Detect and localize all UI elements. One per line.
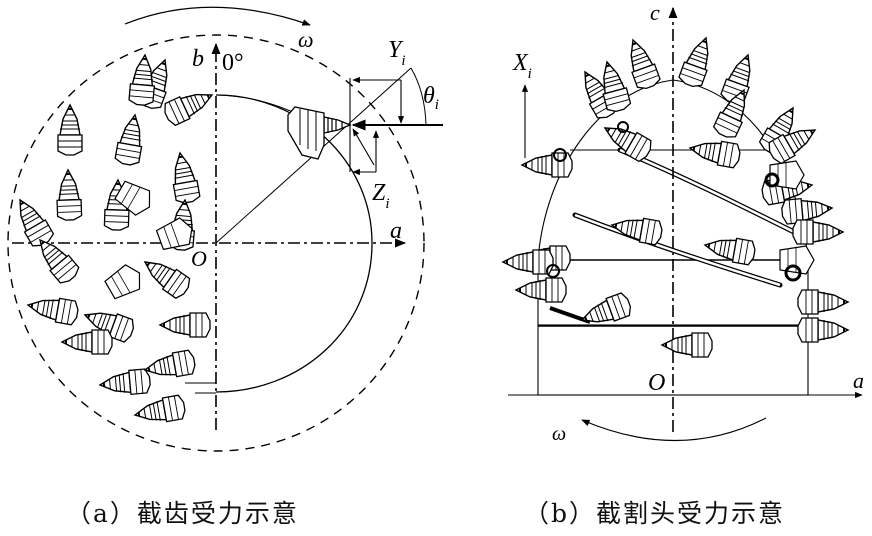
panel-b: c Xi O a ω xyxy=(502,0,864,445)
label-force-y: Yi xyxy=(388,37,406,69)
cutting-force-diagram: b 0° ω Yi θi Zi a O xyxy=(7,0,864,452)
force-decomposition xyxy=(349,67,443,176)
label-axis-a: a xyxy=(390,218,402,244)
label-angle-theta: θi xyxy=(423,83,439,113)
caption-panel-b: （b）截割头受力示意 xyxy=(524,499,786,528)
label-force-x: Xi xyxy=(512,50,532,82)
label-origin-a: O xyxy=(191,246,207,271)
force-pick xyxy=(287,106,352,160)
cutting-circle-dashed xyxy=(7,34,425,452)
rotation-arrow-omega-b xyxy=(581,417,767,442)
label-axis-a-b: a xyxy=(853,368,864,393)
label-zero-degree: 0° xyxy=(222,50,244,76)
label-origin-b: O xyxy=(648,370,665,396)
label-omega-a: ω xyxy=(298,27,314,52)
label-axis-c: c xyxy=(650,0,660,25)
pick-cluster xyxy=(8,52,219,428)
caption-panel-a: （a）截齿受力示意 xyxy=(66,499,299,528)
panel-a: b 0° ω Yi θi Zi a O xyxy=(7,6,443,452)
rotation-arrow-omega xyxy=(124,6,311,26)
label-axis-b: b xyxy=(192,46,204,72)
label-omega-b: ω xyxy=(552,423,566,445)
pick-array-b xyxy=(502,32,849,358)
label-force-z: Zi xyxy=(372,180,390,212)
